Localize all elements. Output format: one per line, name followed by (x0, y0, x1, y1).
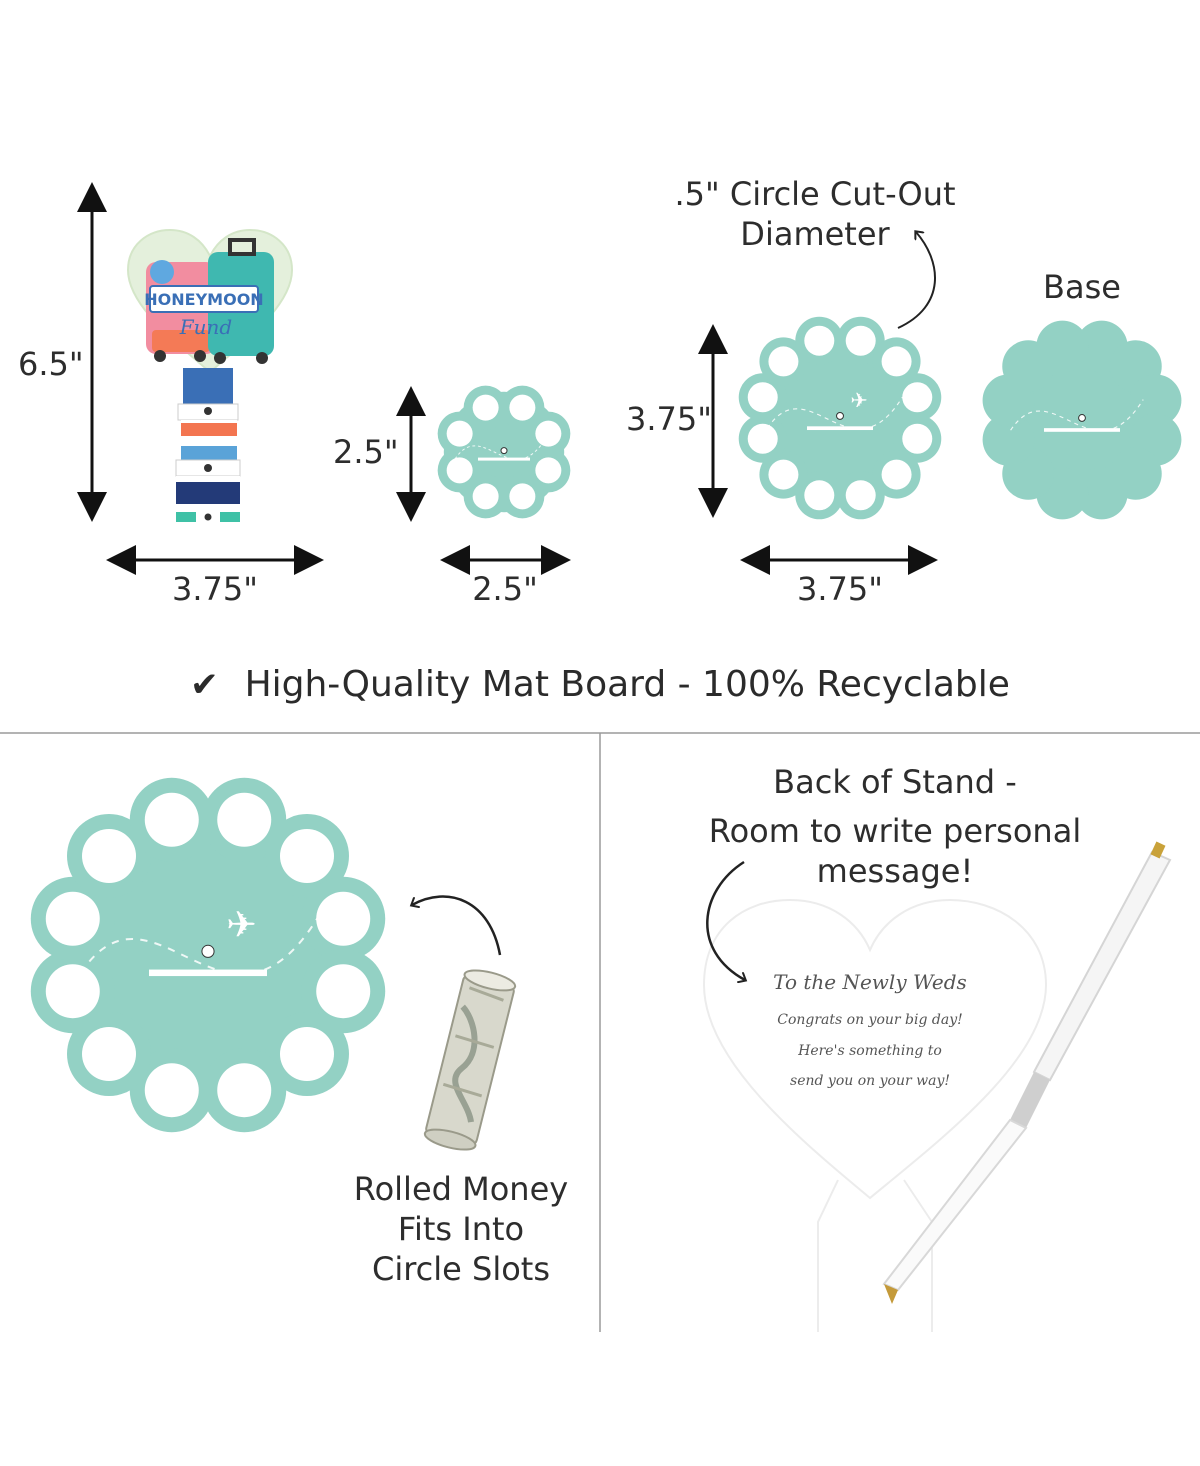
circle-slot (768, 346, 799, 377)
money-caption-line2: Fits Into (397, 1210, 525, 1248)
money-slot (1044, 428, 1120, 432)
circle-slot (472, 483, 499, 510)
large-flower-tier: ✈ (738, 316, 942, 520)
cutout-pointer-arrow (897, 232, 936, 329)
small-flower-tier (437, 385, 571, 519)
airplane-icon: ✈ (850, 389, 867, 413)
back-pointer-arrow (706, 860, 745, 980)
circle-slot (845, 480, 876, 511)
circle-slot (316, 964, 371, 1019)
circle-slot (316, 891, 371, 946)
circle-slot (509, 394, 536, 421)
back-of-stand (702, 898, 1048, 1332)
circle-slot (535, 420, 562, 447)
back-message-line3: send you on your way! (790, 1073, 950, 1089)
pen (882, 841, 1172, 1304)
honeymoon-stand: HONEYMOON Fund (126, 228, 294, 522)
back-caption-line2: Room to write personal (708, 812, 1082, 850)
cutout-label-line2: Diameter (740, 215, 890, 253)
check-icon: ✔ (190, 665, 219, 705)
back-caption-line1: Back of Stand - (773, 763, 1017, 801)
circle-slot (902, 423, 933, 454)
stand-sign-line1: HONEYMOON (144, 290, 263, 309)
stand-width-label: 3.75" (172, 570, 258, 608)
circle-slot (279, 1026, 334, 1081)
back-message-line1: Congrats on your big day! (777, 1012, 963, 1028)
circle-slot (446, 420, 473, 447)
circle-slot (881, 459, 912, 490)
money-caption-line3: Circle Slots (371, 1250, 551, 1288)
rolled-money (423, 969, 517, 1151)
circle-slot (45, 964, 100, 1019)
stand-height-label: 6.5" (18, 345, 84, 383)
circle-slot (217, 1063, 272, 1118)
circle-slot (82, 829, 137, 884)
money-slot (478, 457, 530, 461)
circle-slot (768, 459, 799, 490)
circle-slot (144, 1063, 199, 1118)
circle-slot (472, 394, 499, 421)
small-height-label: 2.5" (333, 433, 399, 471)
circle-slot (804, 325, 835, 356)
circle-slot (845, 325, 876, 356)
large-width-label: 3.75" (797, 570, 883, 608)
small-width-label: 2.5" (472, 570, 538, 608)
feature-line: ✔ High-Quality Mat Board - 100% Recyclabl… (0, 664, 1200, 705)
tier-number-marker (500, 447, 508, 455)
money-pointer-arrow (412, 895, 502, 956)
stand-sign-line2: Fund (179, 315, 232, 339)
base-label: Base (1043, 268, 1121, 306)
cutout-label-line1: .5" Circle Cut-Out (674, 175, 956, 213)
money-slot (807, 426, 873, 431)
tier-number-marker (1078, 414, 1086, 422)
circle-slot (535, 457, 562, 484)
airplane-icon: ✈ (226, 903, 257, 946)
tier-three-marker (204, 407, 212, 415)
feature-text: High-Quality Mat Board - 100% Recyclable (244, 664, 1010, 705)
circle-slot (217, 792, 272, 847)
circle-slot (446, 457, 473, 484)
tier-number-marker (836, 411, 844, 420)
circle-slot (747, 423, 778, 454)
circle-slot (45, 891, 100, 946)
back-message-line2: Here's something to (798, 1043, 942, 1059)
circle-slot (881, 346, 912, 377)
back-caption-line3: message! (816, 852, 974, 890)
tier-number-marker (201, 944, 215, 958)
money-slot (149, 969, 267, 977)
circle-slot (279, 829, 334, 884)
large-height-label: 3.75" (626, 400, 712, 438)
circle-slot (509, 483, 536, 510)
back-message-title: To the Newly Weds (773, 970, 967, 994)
circle-slot (804, 480, 835, 511)
circle-slot (144, 792, 199, 847)
circle-slot (82, 1026, 137, 1081)
base-piece (982, 320, 1182, 520)
circle-slot (902, 382, 933, 413)
large-flower-closeup: ✈ (30, 777, 386, 1133)
circle-slot (747, 382, 778, 413)
money-caption-line1: Rolled Money (353, 1170, 569, 1208)
